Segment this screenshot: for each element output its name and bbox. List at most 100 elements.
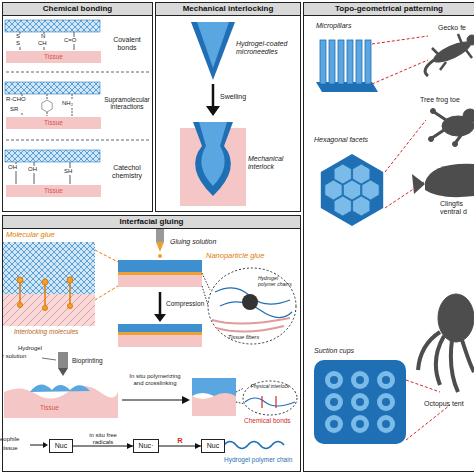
hydrogel-mesh bbox=[3, 242, 95, 294]
annotation: Hydrogel polymer chains bbox=[258, 276, 292, 287]
process-arrow bbox=[43, 442, 48, 448]
annotation: Clingfis bbox=[440, 200, 474, 208]
printed-tissue bbox=[4, 384, 118, 418]
compression-arrow bbox=[159, 292, 162, 316]
suction-pad bbox=[377, 371, 395, 389]
glued-block bbox=[192, 378, 236, 416]
annotation: S bbox=[16, 40, 26, 47]
edge-label: in situ free radicals bbox=[78, 432, 128, 445]
annotation: SR bbox=[10, 106, 24, 113]
micropillars bbox=[365, 40, 371, 84]
annotation: Mechanical interlock bbox=[248, 155, 298, 170]
hexagonal-pad bbox=[353, 196, 370, 216]
annotation: Micropillars bbox=[316, 22, 372, 30]
glue-molecule bbox=[20, 280, 70, 308]
micropillars bbox=[320, 40, 371, 84]
annotation: R-CHO bbox=[6, 96, 34, 103]
suction-pad bbox=[325, 415, 343, 433]
annotation: Interlocking molecules bbox=[14, 328, 98, 335]
hexagonal-pad bbox=[334, 164, 351, 184]
octopus-silhouette bbox=[418, 332, 474, 392]
annotation: In situ polymerizing and crosslinking bbox=[124, 373, 186, 386]
print-nozzle bbox=[58, 352, 68, 376]
tissue-layer: Tissue bbox=[6, 117, 101, 129]
annotation: OH bbox=[28, 166, 42, 173]
annotation: Bioprinting bbox=[72, 357, 112, 364]
panel-heading: Chemical bonding bbox=[3, 3, 152, 16]
micropillars bbox=[347, 40, 353, 84]
print-nozzle bbox=[58, 368, 68, 376]
zoom-line bbox=[95, 250, 118, 300]
box-label: Nuc bbox=[202, 440, 224, 452]
suction-pad bbox=[351, 415, 369, 433]
process-arrow bbox=[30, 442, 48, 448]
panel-heading: Topo-geometrical patterning bbox=[304, 3, 474, 16]
separator bbox=[6, 72, 150, 140]
annotation: Physical interlock bbox=[250, 384, 290, 390]
annotation: Chemical bonds bbox=[244, 417, 300, 424]
panel-heading: Interfacial gluing bbox=[3, 216, 300, 229]
tissue-layer: Tissue bbox=[6, 185, 101, 197]
hexagonal-pad bbox=[325, 180, 342, 200]
annotation: Nanoparticle glue bbox=[206, 252, 282, 260]
leader-line bbox=[42, 358, 56, 360]
annotation: Tree frog toe bbox=[420, 96, 474, 104]
suction-pad bbox=[351, 371, 369, 389]
interlocked-needle bbox=[193, 122, 233, 196]
process-arrow bbox=[122, 399, 184, 400]
layered-slab bbox=[118, 275, 202, 287]
annotation: Covalent bonds bbox=[104, 36, 150, 51]
layered-slab bbox=[118, 332, 202, 335]
zoom-circle bbox=[242, 294, 258, 310]
swelling-arrow bbox=[206, 106, 220, 116]
microneedle bbox=[191, 22, 235, 80]
annotation: eophile bbox=[0, 436, 30, 443]
glue-molecule bbox=[17, 277, 73, 311]
hexagonal-pad bbox=[362, 180, 379, 200]
annotation: Compression bbox=[166, 300, 216, 307]
pipette bbox=[156, 226, 164, 258]
pipette bbox=[156, 242, 164, 252]
process-arrow bbox=[122, 396, 190, 404]
hexagonal-pad bbox=[325, 164, 379, 216]
zoom-circle bbox=[245, 398, 295, 406]
polymer-chain bbox=[224, 442, 284, 449]
glue-molecule bbox=[17, 277, 23, 283]
hexagonal-pad bbox=[343, 180, 360, 200]
annotation: ventral d bbox=[440, 208, 474, 216]
zoom-circle bbox=[212, 318, 290, 332]
separator bbox=[6, 72, 150, 140]
zoom-line bbox=[95, 250, 118, 300]
annotation: Octopus tent bbox=[424, 400, 474, 408]
tree-frog-silhouette bbox=[431, 109, 436, 114]
zoom-circle bbox=[243, 381, 297, 415]
glue-molecule bbox=[67, 277, 73, 283]
annotation: Gecko fe bbox=[438, 24, 474, 32]
hexagonal-pad bbox=[334, 196, 351, 216]
zoom-circle bbox=[243, 381, 297, 415]
micropillars bbox=[329, 40, 335, 84]
micropillars bbox=[356, 40, 362, 84]
annotation: Gluing solution bbox=[170, 238, 232, 246]
compression-arrow bbox=[154, 314, 166, 322]
gecko-silhouette bbox=[467, 35, 474, 45]
connector-arrow bbox=[73, 446, 133, 447]
microneedle bbox=[191, 22, 235, 80]
pipette bbox=[158, 254, 162, 258]
layered-slab bbox=[118, 272, 202, 275]
glue-molecule bbox=[68, 304, 73, 309]
print-nozzle bbox=[58, 352, 68, 368]
polymer-chain bbox=[224, 442, 284, 449]
box-label: Nuc· bbox=[134, 440, 158, 452]
process-arrow bbox=[30, 445, 44, 446]
suction-pad bbox=[377, 393, 395, 411]
annotation: Hydrogel bbox=[18, 345, 48, 352]
suction-pad bbox=[377, 415, 395, 433]
microneedle bbox=[197, 22, 229, 68]
annotation: SH bbox=[64, 168, 78, 175]
process-arrow bbox=[182, 396, 190, 404]
annotation: Tissue fibers bbox=[228, 334, 272, 340]
glue-molecule bbox=[18, 303, 23, 308]
octopus-silhouette bbox=[418, 294, 474, 392]
